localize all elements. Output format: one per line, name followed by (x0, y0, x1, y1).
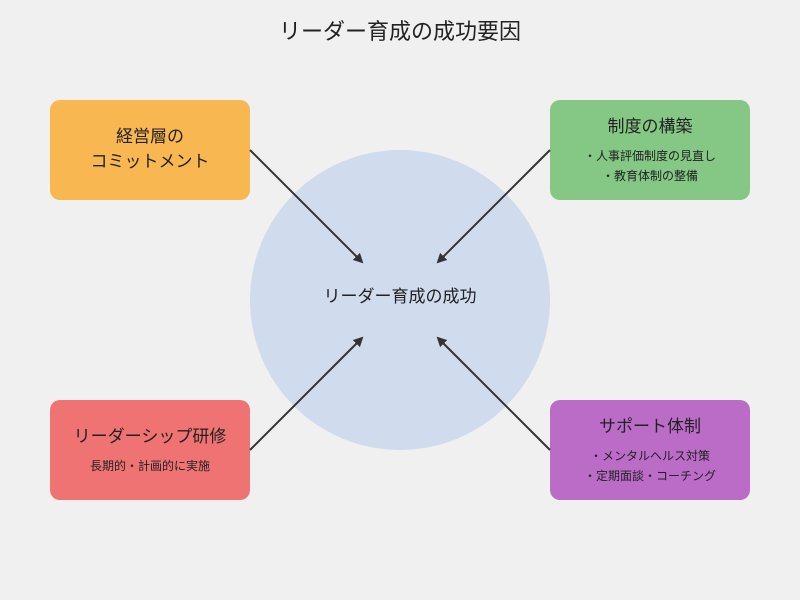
factor-item: ・メンタルヘルス対策 (589, 448, 710, 463)
factor-items: 長期的・計画的に実施 (90, 456, 210, 476)
factor-title: 制度の構築 (607, 116, 693, 137)
factor-item: ・定期面談・コーチング (583, 468, 716, 483)
center-label: リーダー育成の成功 (323, 287, 477, 307)
factor-title: 経営層の コミットメント (91, 125, 210, 175)
factor-box-management-commitment: 経営層の コミットメント (50, 100, 250, 200)
diagram-title: リーダー育成の成功要因 (278, 20, 521, 45)
factor-item: ・人事評価制度の見直し (583, 148, 716, 163)
factor-items: ・人事評価制度の見直し ・教育体制の整備 (584, 146, 716, 186)
factor-title: サポート体制 (599, 416, 701, 437)
factor-title: リーダーシップ研修 (73, 426, 227, 447)
factor-box-system-building: 制度の構築 ・人事評価制度の見直し ・教育体制の整備 (550, 100, 750, 200)
arrow-top-left (249, 149, 364, 264)
factor-items: ・メンタルヘルス対策 ・定期面談・コーチング (584, 446, 716, 486)
factor-title-line: 経営層の (116, 127, 184, 147)
factor-item: 長期的・計画的に実施 (89, 458, 210, 473)
arrow-bottom-right (436, 336, 551, 451)
factor-item: ・教育体制の整備 (601, 168, 698, 183)
factor-box-leadership-training: リーダーシップ研修 長期的・計画的に実施 (50, 400, 250, 500)
factor-box-support-system: サポート体制 ・メンタルヘルス対策 ・定期面談・コーチング (550, 400, 750, 500)
arrow-top-right (436, 149, 551, 264)
arrow-bottom-left (249, 336, 364, 451)
factor-title-line: コミットメント (90, 152, 210, 172)
